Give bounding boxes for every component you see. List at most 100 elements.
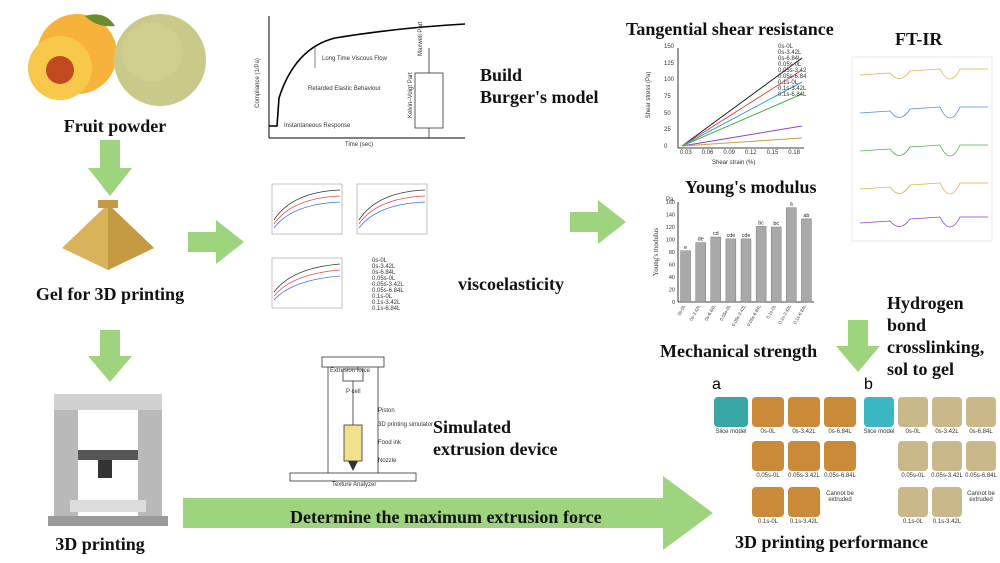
print-a-sample xyxy=(788,397,820,427)
shear-xlabel: Shear strain (%) xyxy=(712,160,756,166)
extrusion-label-force: Extrusion force xyxy=(330,368,371,374)
extrusion-label-sim: 3D printing simulator xyxy=(378,422,434,428)
visco-legend-item: 0.1s-0L xyxy=(372,294,393,300)
arrow-big-bottom xyxy=(183,476,713,550)
young-ytick: 120 xyxy=(666,225,675,231)
print-a-caption: 0.1s-3.42L xyxy=(789,519,819,525)
arrow-right-mech xyxy=(570,200,626,244)
young-bar xyxy=(725,238,737,303)
shear-legend-item: 0.05s-3.42 xyxy=(778,68,807,74)
shear-yticks: 0 25 50 75 100 125 150 xyxy=(664,44,674,150)
print-b-caption: Cannot be extruded xyxy=(967,491,995,503)
shear-xticks: 0.03 0.06 0.09 0.12 0.15 0.18 xyxy=(680,150,800,156)
shear-legend-item: 0s-0L xyxy=(778,44,794,50)
young-bar-label: cde xyxy=(726,233,735,239)
shear-ytick: 25 xyxy=(664,127,671,134)
young-ytick: 140 xyxy=(666,213,675,219)
shear-ylabel: Shear stress (Pa) xyxy=(646,71,652,119)
print-a-sample xyxy=(752,441,784,471)
print-b-sample xyxy=(966,397,996,427)
print-b-sample xyxy=(932,487,962,517)
young-bar-label: cde xyxy=(742,233,751,239)
young-bar xyxy=(695,242,706,303)
shear-xtick: 0.09 xyxy=(723,150,735,156)
print-panel-b-letter: b xyxy=(864,376,873,393)
young-category: 0.1s-0L xyxy=(765,304,777,320)
print-b-slice xyxy=(864,397,894,427)
extrusion-label-piston: Piston xyxy=(378,408,395,414)
shear-ytick: 75 xyxy=(664,93,671,100)
young-ytick: 160 xyxy=(666,200,675,206)
print-a-caption: 0s-0L xyxy=(760,429,776,435)
label-ftir: FT-IR xyxy=(895,29,943,49)
label-tangential: Tangential shear resistance xyxy=(626,19,834,39)
young-bar-label: cd xyxy=(713,231,719,237)
label-gel: Gel for 3D printing xyxy=(35,284,185,304)
shear-legend: 0s-0L 0s-3.42L 0s-6.84L 0.05s-0L 0.05s-3… xyxy=(778,44,818,98)
extrusion-label-nozzle: Nozzle xyxy=(378,458,397,464)
print-a-caption: 0.1s-0L xyxy=(757,519,778,525)
print-b-caption: 0.1s-0L xyxy=(902,519,923,525)
print-a-caption: 0s-3.42L xyxy=(792,429,816,435)
burger-annotation-1: Long Time Viscous Flow xyxy=(322,56,387,62)
label-young: Young's modulus xyxy=(685,177,817,197)
young-bar xyxy=(801,218,812,303)
young-bar xyxy=(755,226,767,303)
young-bar xyxy=(710,236,721,303)
gel-pyramid-image xyxy=(62,200,154,270)
visco-legend-item: 0s-6.84L xyxy=(372,270,396,276)
print-b-caption: 0s-6.84L xyxy=(969,429,993,435)
shear-legend-item: 0.1s-3.42L xyxy=(778,86,807,92)
print-a-caption: 0.05s-3.42L xyxy=(788,473,820,479)
visco-legend-item: 0.05s-0L xyxy=(372,276,396,282)
print-b-sample xyxy=(898,487,928,517)
young-category: 0s-0L xyxy=(676,304,686,317)
young-category: 0.05s-3.42L xyxy=(731,304,747,328)
visco-legend-item: 0s-3.42L xyxy=(372,264,396,270)
print-a-caption: Slice model xyxy=(715,429,747,435)
shear-ytick: 0 xyxy=(664,143,668,150)
label-burger: Build Burger's model xyxy=(480,65,599,107)
arrow-down-1 xyxy=(88,140,132,196)
visco-legend: 0s-0L 0s-3.42L 0s-6.84L 0.05s-0L 0.05s-3… xyxy=(372,258,432,312)
print-a-sample xyxy=(788,487,820,517)
print-a-caption: Cannot be extruded xyxy=(826,491,854,503)
arrow-down-perf xyxy=(836,320,880,372)
young-ytick: 100 xyxy=(666,238,675,244)
print-b-sample xyxy=(898,441,928,471)
print-panel-a-letter: a xyxy=(712,376,721,393)
print-b-caption: 0.1s-3.42L xyxy=(932,519,962,525)
label-mechanical: Mechanical strength xyxy=(660,341,818,361)
print-a-slice xyxy=(714,397,748,427)
burger-xlabel: Time (sec) xyxy=(345,142,374,148)
print-a-sample xyxy=(788,441,820,471)
burger-model-chart xyxy=(268,16,466,139)
burger-annotation-3: Instantaneous Response xyxy=(284,123,351,129)
shear-xtick: 0.12 xyxy=(744,150,757,156)
printer-image xyxy=(48,394,168,526)
print-b-caption: 0s-3.42L xyxy=(935,429,959,435)
print-a-sample xyxy=(824,441,856,471)
print-panel-a: Slice model 0s-0L 0s-3.42L 0s-6.84L 0.05… xyxy=(712,395,860,535)
young-category: 0s-6.84L xyxy=(704,304,717,322)
young-bar-label: bc xyxy=(773,221,779,227)
print-b-sample xyxy=(966,441,996,471)
young-category: 0.05s-6.84L xyxy=(746,304,762,328)
print-b-caption: 0.05s-0L xyxy=(901,473,925,479)
shear-legend-item: 0.05s-0L xyxy=(778,62,802,68)
young-ytick: 60 xyxy=(669,263,675,269)
burger-model-label-1: Maxwell Part xyxy=(418,21,424,56)
young-ytick: 20 xyxy=(669,288,675,294)
young-ylabel: Young's modulus xyxy=(652,228,660,276)
extrusion-device-diagram xyxy=(289,356,417,482)
shear-xtick: 0.06 xyxy=(701,150,714,156)
ftir-spectra xyxy=(851,56,993,242)
young-ytick: 40 xyxy=(669,275,675,281)
young-bar xyxy=(740,238,752,303)
burger-annotation-2: Retarded Elastic Behaviour xyxy=(308,86,381,92)
extrusion-label-ink: Food ink xyxy=(378,440,402,446)
print-a-caption: 0.05s-0L xyxy=(756,473,780,479)
young-bar-label: de xyxy=(698,237,704,243)
print-b-sample xyxy=(932,441,962,471)
young-category: 0.1s-3.42L xyxy=(777,304,792,325)
